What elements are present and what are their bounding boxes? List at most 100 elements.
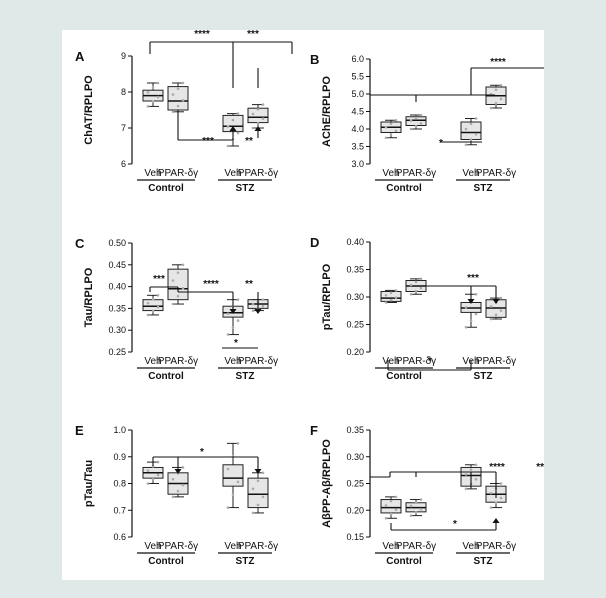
data-point [389, 122, 393, 126]
y-tick-label: 6 [121, 159, 126, 169]
data-point [251, 309, 255, 312]
y-tick-label: 0.25 [108, 347, 126, 357]
box-3 [222, 442, 244, 509]
data-point [409, 119, 413, 122]
significance-annotations: ********** [149, 274, 262, 349]
data-point [474, 292, 478, 296]
data-point [419, 277, 423, 281]
y-tick-label: 0.45 [108, 260, 126, 270]
data-point [499, 83, 503, 87]
data-point [474, 463, 478, 467]
category-label: Veh [462, 168, 479, 179]
category-label: PPAR-δγ [476, 168, 516, 179]
significance-label: **** [490, 57, 506, 68]
data-point [409, 504, 413, 508]
box-1 [142, 294, 164, 317]
data-point [419, 286, 423, 290]
y-tick-label: 0.35 [346, 425, 364, 435]
data-point [251, 126, 255, 130]
data-point [226, 333, 230, 336]
y-tick-label: 0.20 [346, 505, 364, 515]
category-label: Veh [144, 168, 161, 179]
y-tick-label: 0.25 [346, 320, 364, 330]
y-axis-label: ChAT/RPLPO [83, 75, 95, 145]
data-point [261, 103, 265, 106]
data-point [236, 131, 240, 135]
group-label: Control [386, 183, 422, 194]
category-label: PPAR-δγ [396, 541, 436, 552]
significance-arrow [229, 309, 237, 314]
data-point [226, 467, 230, 471]
group-label: Control [386, 371, 422, 382]
panel-letter: D [310, 235, 319, 250]
category-label: PPAR-δγ [476, 541, 516, 552]
data-point [181, 98, 185, 102]
box-4 [247, 103, 269, 130]
y-tick-label: 7 [121, 123, 126, 133]
data-point [394, 495, 398, 499]
data-point [251, 487, 255, 491]
box-2 [405, 498, 427, 517]
data-point [236, 319, 240, 322]
data-point [409, 283, 413, 287]
data-point [151, 465, 155, 468]
data-point [414, 124, 418, 128]
data-point [499, 97, 503, 101]
significance-arrow [229, 126, 237, 131]
data-point [181, 483, 185, 487]
panel-b: B3.03.54.04.55.05.56.0AChE/RPLPOVehPPAR-… [310, 52, 544, 194]
data-point [409, 292, 413, 296]
data-point [494, 88, 498, 92]
data-point [414, 116, 418, 120]
data-point [256, 503, 260, 507]
data-point [181, 263, 185, 267]
data-point [171, 302, 175, 306]
data-point [419, 498, 423, 501]
y-tick-label: 0.35 [346, 265, 364, 275]
data-point [151, 477, 155, 481]
data-point [394, 289, 398, 292]
data-point [156, 294, 160, 297]
data-point [151, 86, 155, 89]
panel-letter: F [310, 423, 318, 438]
data-point [489, 491, 493, 495]
box-1 [142, 460, 164, 485]
panel-letter: E [75, 423, 84, 438]
y-axis-label: pTau/RPLPO [321, 263, 333, 330]
y-tick-label: 0.9 [113, 452, 126, 462]
data-point [251, 511, 255, 515]
data-point [236, 298, 240, 301]
significance-label: *** [467, 273, 479, 284]
category-label: PPAR-δγ [158, 541, 198, 552]
data-point [474, 132, 478, 136]
group-label: Control [148, 371, 184, 382]
box-body [142, 299, 164, 312]
data-point [494, 501, 498, 505]
significance-label: * [428, 356, 432, 367]
data-point [489, 317, 493, 321]
significance-label: * [200, 447, 204, 458]
data-point [414, 289, 418, 293]
data-point [256, 122, 260, 125]
y-tick-label: 3.5 [351, 142, 364, 152]
y-tick-label: 0.8 [113, 479, 126, 489]
data-point [231, 118, 235, 122]
significance-arrow [254, 126, 262, 131]
data-point [499, 309, 503, 312]
box-2 [167, 81, 189, 114]
box-4 [247, 471, 269, 515]
group-label: STZ [236, 371, 255, 382]
box-2 [405, 113, 427, 131]
significance-annotations: ************ [149, 30, 293, 147]
data-point [384, 293, 388, 297]
data-point [151, 100, 155, 104]
category-label: Veh [144, 356, 161, 367]
data-point [499, 482, 503, 485]
data-point [176, 87, 180, 91]
significance-label: **** [203, 279, 219, 290]
data-point [261, 117, 265, 120]
data-point [181, 466, 185, 469]
data-point [389, 298, 393, 302]
data-point [474, 117, 478, 120]
data-point [176, 271, 180, 274]
